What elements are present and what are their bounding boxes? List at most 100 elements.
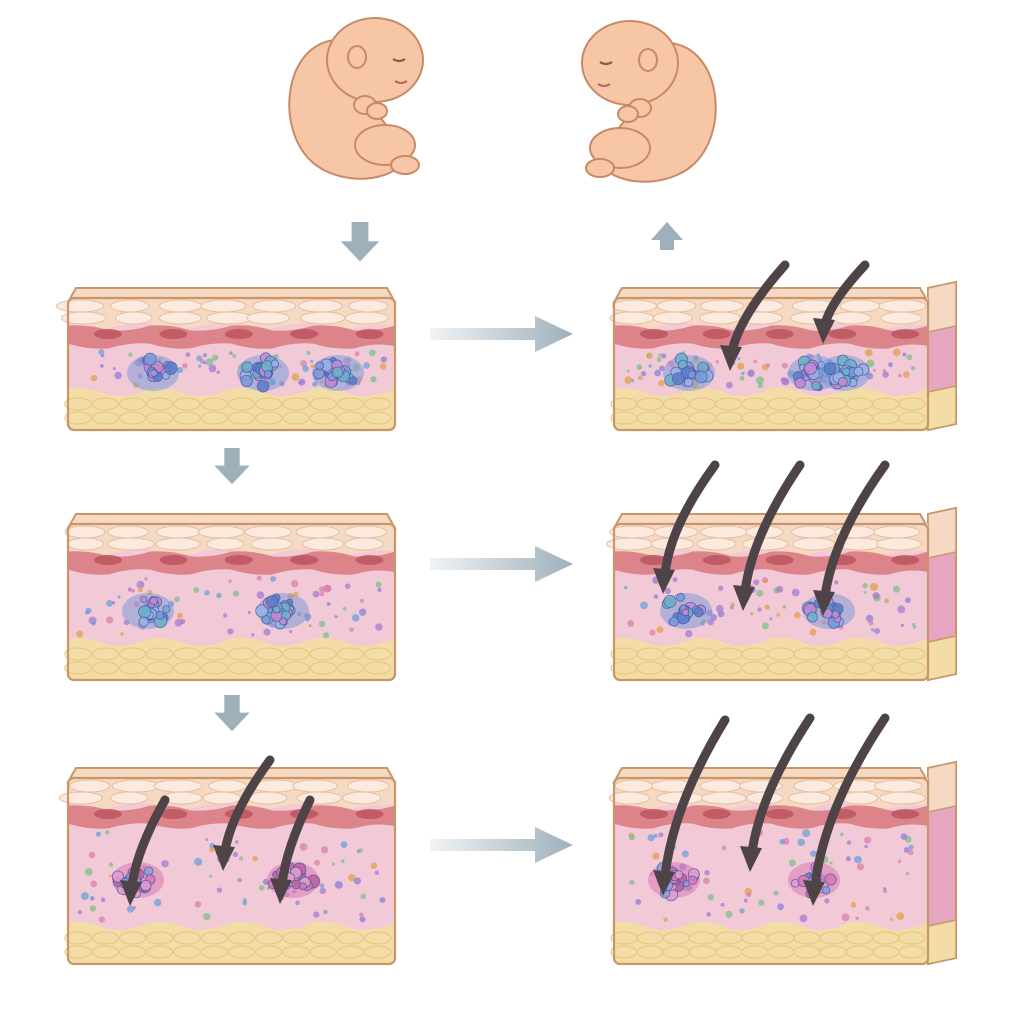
speckle — [326, 601, 331, 606]
flow-arrow-up — [651, 222, 683, 250]
speckle — [318, 620, 326, 628]
speckle — [906, 354, 913, 361]
skin-block — [608, 760, 957, 966]
fat-cell — [64, 647, 92, 661]
fat-cell — [309, 411, 337, 425]
fat-cell — [91, 647, 119, 661]
infant-hand — [617, 105, 639, 123]
epidermis-cell — [346, 779, 390, 793]
fat-cell — [364, 647, 392, 661]
cell — [272, 605, 281, 614]
speckle — [672, 577, 678, 583]
speckle — [258, 885, 265, 891]
cell — [111, 870, 124, 883]
speckle — [348, 874, 356, 882]
fat-cell — [309, 945, 337, 959]
speckle — [715, 604, 724, 613]
speckle — [132, 906, 136, 910]
speckle — [653, 833, 658, 838]
speckle — [663, 917, 668, 922]
fat-cell — [898, 647, 926, 661]
speckle — [810, 850, 817, 857]
speckle — [194, 901, 202, 908]
speckle — [319, 883, 325, 889]
speckle — [910, 366, 916, 371]
speckle — [896, 912, 905, 921]
speckle — [319, 591, 325, 597]
cell — [683, 377, 694, 388]
epidermis-cell — [206, 537, 244, 551]
epidermis-cell — [197, 525, 245, 539]
speckle — [870, 582, 879, 591]
penetrating-arrow-head — [733, 585, 755, 611]
fat-cell — [200, 647, 228, 661]
cell — [140, 880, 152, 892]
fat-cell — [173, 397, 201, 411]
fat-cell — [64, 931, 92, 945]
fat-cell — [227, 647, 256, 661]
speckle — [882, 371, 889, 378]
cell — [279, 617, 288, 626]
fat-cell — [91, 931, 119, 945]
infant-head — [326, 17, 424, 103]
penetrating-arrow-head — [813, 590, 835, 616]
epidermis-cell — [699, 779, 742, 793]
speckle — [256, 591, 265, 599]
speckle — [205, 837, 209, 842]
infant-ear — [347, 45, 367, 69]
fat-cell — [118, 411, 147, 425]
fat-cell — [64, 661, 92, 675]
speckle — [229, 351, 233, 355]
speckle — [652, 852, 660, 860]
speckle — [720, 902, 725, 907]
speckle — [902, 352, 907, 357]
penetrating-arrow-shaft — [747, 713, 815, 857]
speckle — [247, 610, 251, 614]
cell — [841, 367, 851, 376]
speckle — [256, 575, 262, 581]
speckle — [209, 842, 216, 849]
speckle — [211, 354, 219, 361]
fat-cell — [200, 661, 228, 675]
fat-cell — [227, 411, 256, 425]
epidermis-cell — [879, 791, 926, 805]
speckle — [753, 359, 758, 364]
speckle — [762, 622, 769, 630]
fat-cell — [898, 945, 926, 959]
speckle — [846, 840, 852, 845]
fat-cell — [282, 931, 310, 945]
epidermis-cell — [155, 525, 202, 539]
epidermis-cell — [791, 525, 837, 539]
cell — [824, 873, 837, 886]
cell — [831, 610, 840, 619]
epidermis-cell — [874, 779, 923, 793]
speckle — [375, 581, 382, 588]
epidermis-cell — [348, 299, 389, 313]
fat-cell — [118, 397, 147, 411]
speckle — [204, 589, 210, 596]
epidermis-cell — [793, 779, 834, 793]
speckle — [216, 887, 223, 893]
speckle — [193, 587, 200, 593]
epidermis-cell — [696, 537, 737, 551]
speckle — [312, 381, 318, 387]
speckle — [300, 360, 307, 367]
speckle — [202, 353, 208, 358]
penetrating-arrow-head — [813, 318, 835, 344]
speckle — [127, 587, 133, 592]
speckle — [154, 898, 162, 907]
penetrating-arrow-shaft — [810, 713, 890, 891]
speckle — [704, 869, 710, 876]
speckle — [769, 617, 773, 621]
speckle — [873, 368, 877, 372]
speckle — [117, 595, 121, 599]
fat-cell — [146, 931, 174, 945]
speckle — [741, 371, 745, 375]
fat-cell — [336, 411, 365, 425]
speckle — [866, 359, 875, 368]
fat-cell — [255, 931, 283, 945]
speckle — [349, 627, 354, 632]
speckle — [726, 381, 733, 389]
fat-layer — [68, 921, 395, 964]
band-spot — [290, 329, 319, 339]
